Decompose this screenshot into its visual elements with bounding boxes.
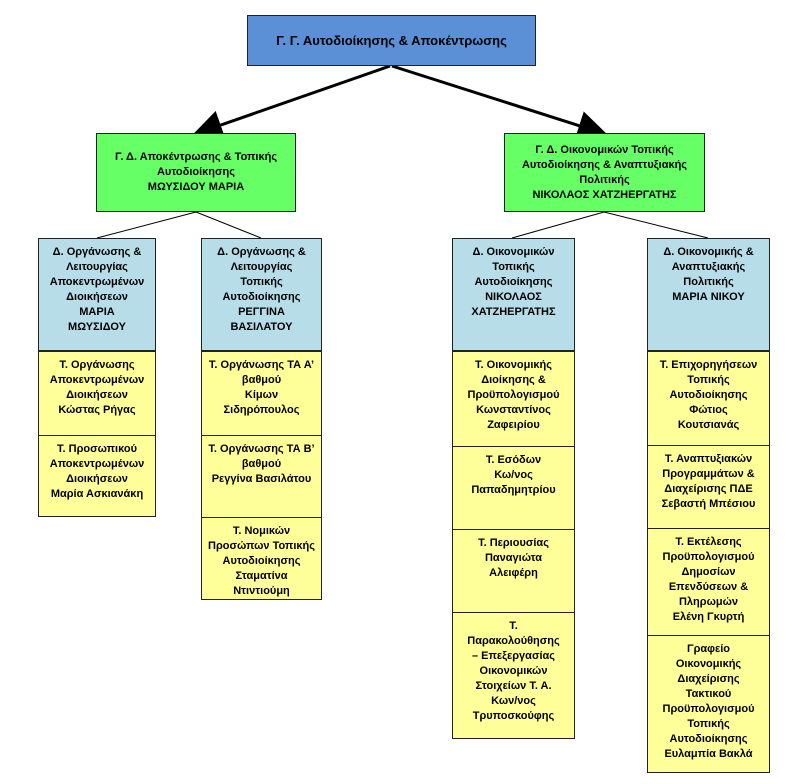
section-box: Τ. Αναπτυξιακών Προγραμμάτων & Διαχείρισ…: [647, 445, 770, 529]
section-box: Τ. Προσωπικού Αποκεντρωμένων Διοικήσεων …: [38, 435, 156, 517]
gd-decentralization-box: Γ. Δ. Αποκέντρωσης & Τοπικής Αυτοδιοίκησ…: [96, 133, 296, 212]
root-box: Γ. Γ. Αυτοδιοίκησης & Αποκέντρωσης: [247, 15, 536, 66]
directorate-3-box: Δ. Οικονομικών Τοπικής Αυτοδιοίκησης ΝΙΚ…: [452, 238, 575, 351]
line-right-gd-to-dir4: [603, 211, 709, 239]
line-left-gd-to-dir2: [195, 211, 262, 239]
gd-finance-box: Γ. Δ. Οικονομικών Τοπικής Αυτοδιοίκησης …: [504, 133, 705, 212]
section-box: Τ. Εκτέλεσης Προϋπολογισμού Δημοσίων Επε…: [647, 528, 770, 636]
directorate-2-box: Δ. Οργάνωσης & Λειτουργίας Τοπικής Αυτοδ…: [201, 238, 322, 351]
directorate-1-box: Δ. Οργάνωσης & Λειτουργίας Αποκεντρωμένω…: [38, 238, 156, 351]
arrow-to-left-gd: [192, 64, 391, 140]
directorate-4-box: Δ. Οικονομικής & Αναπτυξιακής Πολιτικής …: [647, 238, 770, 351]
arrow-to-right-gd: [391, 64, 608, 140]
section-box: Γραφείο Οικονομικής Διαχείρισης Τακτικού…: [647, 635, 770, 773]
section-box: Τ. Οργάνωσης Αποκεντρωμένων Διοικήσεων Κ…: [38, 351, 156, 436]
line-right-gd-to-dir3: [511, 211, 605, 239]
section-box: Τ. Παρακολούθησης – Επεξεργασίας Οικονομ…: [452, 612, 575, 739]
section-box: Τ. Περιουσίας Παναγιώτα Αλειφέρη: [452, 529, 575, 613]
section-box: Τ. Εσόδων Κω/νος Παπαδημητρίου: [452, 446, 575, 530]
section-box: Τ. Οργάνωσης ΤΑ Β’ βαθμού Ρεγγίνα Βασιλά…: [201, 435, 322, 518]
section-box: Τ. Επιχορηγήσεων Τοπικής Αυτοδιοίκησης Φ…: [647, 351, 770, 446]
section-box: Τ. Νομικών Προσώπων Τοπικής Αυτοδιοίκηση…: [201, 517, 322, 600]
line-left-gd-to-dir1: [96, 211, 197, 239]
section-box: Τ. Οικονομικής Διοίκησης & Προϋπολογισμο…: [452, 351, 575, 447]
section-box: Τ. Οργάνωσης ΤΑ Α’ βαθμού Κίμων Σιδηρόπο…: [201, 351, 322, 436]
